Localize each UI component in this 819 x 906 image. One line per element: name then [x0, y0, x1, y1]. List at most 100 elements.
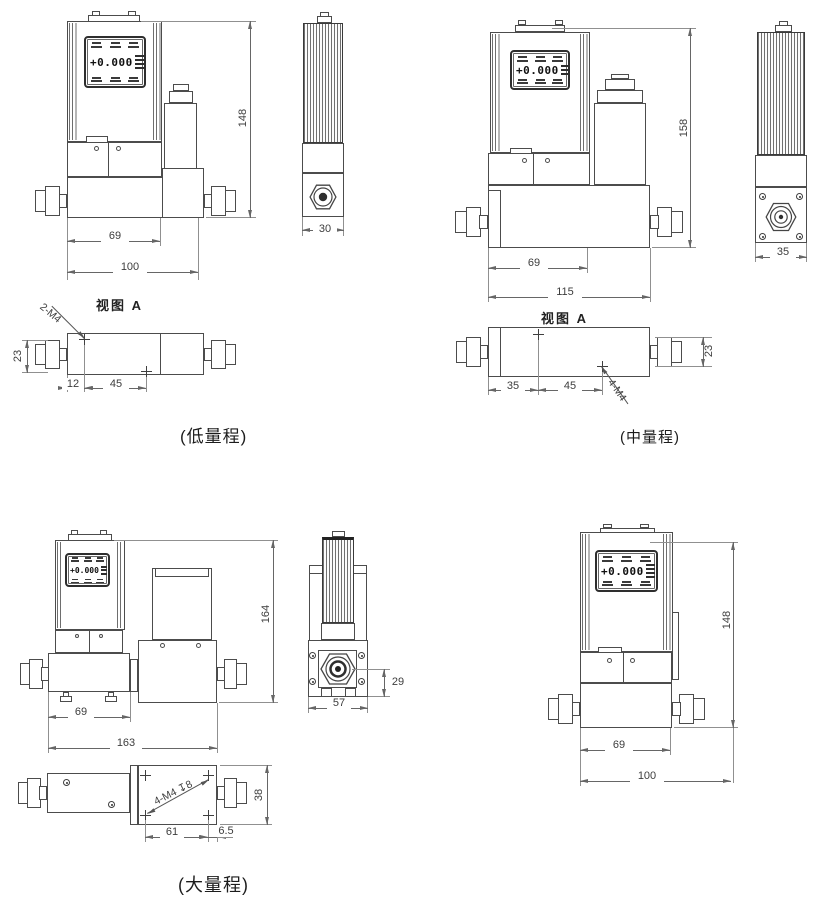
interface-divider: [108, 142, 109, 177]
hex-fitting-face: [765, 202, 797, 232]
inlet-fitting: [20, 659, 49, 689]
mounting-screw: [759, 233, 766, 240]
flow-body-step: [489, 190, 501, 247]
extension-line: [206, 217, 256, 218]
dimension-label: 57: [327, 697, 351, 709]
dimension-label: 23: [703, 344, 715, 358]
top-connector: [332, 531, 345, 537]
lcd-display: +0.000: [595, 550, 658, 592]
heat-sink-column: [303, 23, 343, 143]
hex-fitting-face: [309, 184, 337, 210]
dimension-label: 158: [678, 118, 690, 138]
heat-sink-column: [757, 32, 805, 155]
heat-sink-fins: [580, 34, 588, 151]
foot: [105, 696, 117, 702]
mounting-screw: [759, 193, 766, 200]
inlet-fitting: [548, 694, 580, 724]
inlet-fitting: [456, 337, 488, 367]
outlet-fitting: [217, 778, 247, 808]
top-connector-tab: [603, 524, 612, 528]
body-seam: [160, 333, 161, 375]
top-connector-tab: [640, 524, 649, 528]
heat-sink-fins: [117, 542, 123, 628]
interface-divider: [533, 153, 534, 185]
dimension-label: 69: [101, 230, 129, 242]
range-label-mid: (中量程): [620, 429, 680, 446]
display-menu-bars: [134, 54, 144, 70]
view-title: 视图 A: [541, 311, 589, 326]
top-connector-tab: [555, 20, 563, 25]
dimension-label: 100: [113, 261, 147, 273]
dimension-label: 69: [68, 706, 94, 718]
outlet-fitting: [204, 340, 236, 369]
lcd-display: +0.000: [510, 50, 570, 90]
dimension-port-height: [382, 669, 386, 697]
dimension-label: 69: [520, 257, 548, 269]
lcd-display: +0.000: [84, 36, 146, 88]
valve-lip: [155, 568, 209, 577]
dimension-body-depth: [701, 337, 705, 367]
lcd-display: +0.000: [65, 553, 110, 587]
dimension-height: [271, 540, 275, 703]
display-value: +0.000: [601, 564, 644, 578]
valve-nut: [597, 90, 643, 103]
interface-hole: [116, 146, 121, 151]
outlet-fitting: [650, 207, 683, 237]
screw-hole: [63, 779, 70, 786]
inlet-fitting: [35, 186, 67, 216]
foot: [321, 688, 332, 697]
thread-callout: 2-M4: [37, 301, 64, 326]
dimension-label: 61: [160, 826, 184, 838]
dimension-label: 29: [388, 676, 408, 688]
flow-body: [488, 185, 650, 248]
dimension-label: 115: [548, 286, 582, 298]
valve-base: [138, 640, 217, 703]
dimension-label: 23: [12, 349, 24, 363]
mounting-hole: [141, 366, 152, 377]
flow-body: [580, 683, 672, 728]
dimension-label: 69: [605, 739, 633, 751]
heat-sink-fins: [57, 542, 63, 628]
heat-sink-fins: [663, 534, 671, 650]
valve-base: [162, 168, 204, 218]
dimension-depth: [265, 765, 269, 825]
valve-nut-upper: [605, 79, 635, 90]
solenoid-valve-body: [152, 568, 212, 640]
range-label-low: (低量程): [180, 427, 248, 446]
interface-block: [580, 652, 672, 683]
dimension-label: 148: [237, 108, 249, 128]
interface-block: [302, 143, 344, 173]
dimension-label: 45: [103, 378, 129, 390]
inlet-fitting: [35, 340, 67, 369]
heat-sink-column: [322, 537, 354, 623]
mounting-screw: [796, 233, 803, 240]
outlet-fitting: [672, 694, 705, 724]
foot: [345, 688, 356, 697]
inlet-fitting: [455, 207, 488, 237]
interface-hole: [75, 634, 79, 638]
mounting-hole: [203, 770, 214, 781]
dimension-height: [248, 21, 252, 218]
dimension-height: [731, 542, 735, 728]
dimension-body-depth: [25, 340, 29, 373]
outlet-fitting: [204, 186, 236, 216]
valve-nut: [169, 91, 193, 103]
screw-hole: [108, 801, 115, 808]
solenoid-valve-body: [594, 103, 646, 185]
top-connector: [317, 16, 332, 23]
foot: [60, 696, 72, 702]
display-value: +0.000: [516, 63, 559, 77]
body-seam: [500, 327, 501, 377]
interface-hole: [99, 634, 103, 638]
flow-body-top: [67, 333, 204, 375]
inlet-fitting: [18, 778, 47, 808]
dimension-label: 163: [110, 737, 142, 749]
interface-block: [67, 142, 162, 177]
range-label-high: (大量程): [178, 875, 249, 895]
interface-hole: [607, 658, 612, 663]
valve-cap: [173, 84, 189, 91]
dimension-height: [688, 28, 692, 248]
mounting-screw: [309, 678, 316, 685]
dimension-label: 12: [62, 378, 84, 390]
